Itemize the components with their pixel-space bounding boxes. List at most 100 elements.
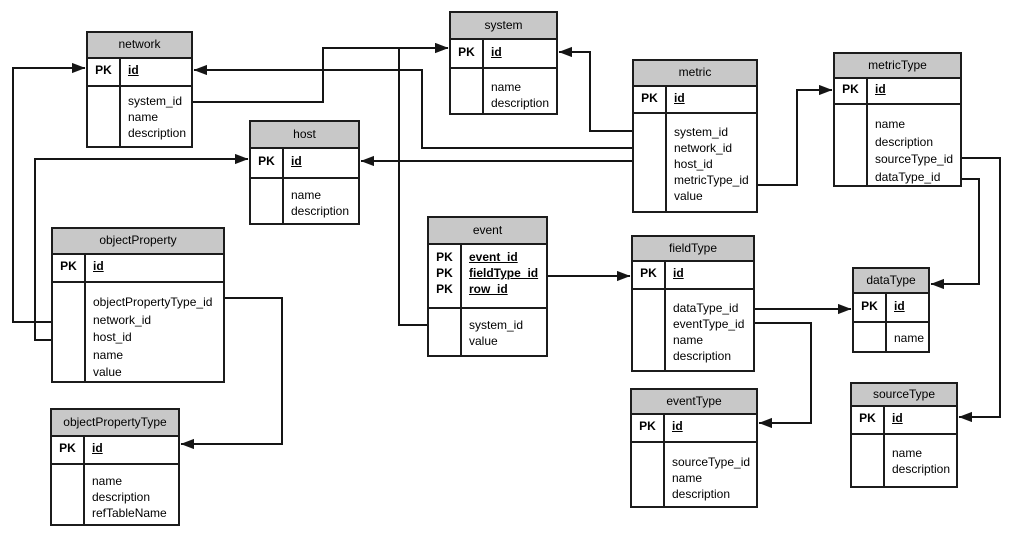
body-key-column: [854, 323, 887, 351]
table-title: objectProperty: [53, 229, 223, 255]
pk-section: PK id: [88, 59, 191, 87]
pk-field-label: event_id: [469, 250, 518, 264]
body-section: name description: [451, 69, 556, 113]
connector-metrictype-sourcetypeid-to-sourcetype: [958, 157, 1001, 423]
field-row: system_id: [128, 94, 183, 108]
table-title: host: [251, 122, 358, 149]
body-key-column: [53, 283, 86, 382]
pk-field-label: row_id: [469, 282, 508, 296]
pk-field-label: id: [875, 82, 886, 96]
pk-key-column: PK: [854, 294, 887, 321]
pk-key-label: PK: [859, 411, 876, 425]
pk-field-label: id: [674, 91, 685, 105]
pk-section: PK id: [852, 407, 956, 435]
connector-metric-metrictypeid-to-metrictype: [758, 84, 833, 186]
field-row: system_id: [469, 318, 524, 332]
connector-network-systemid-to-system: [193, 42, 449, 103]
table-title: event: [429, 218, 546, 245]
pk-key-column: PK: [632, 415, 665, 441]
body-key-column: [835, 105, 868, 186]
body-section: name description sourceType_id dataType_id: [835, 105, 960, 186]
field-row: sourceType_id: [875, 152, 954, 166]
body-field-column: name description sourceType_id dataType_id: [868, 105, 960, 186]
field-row: dataType_id: [673, 301, 739, 315]
pk-key-column: PK: [852, 407, 885, 433]
body-key-column: [451, 69, 484, 113]
body-field-column: name description: [484, 69, 556, 113]
pk-field-label: id: [892, 411, 903, 425]
field-row: value: [93, 365, 122, 379]
field-row: host_id: [93, 330, 132, 344]
body-field-column: name: [887, 323, 928, 351]
field-row: refTableName: [92, 506, 167, 520]
field-row: description: [875, 134, 934, 149]
field-row: description: [128, 126, 187, 140]
pk-field-label: id: [894, 299, 905, 313]
field-row: name: [875, 117, 906, 131]
pk-field-label: id: [291, 154, 302, 168]
body-key-column: [251, 179, 284, 223]
field-row: host_id: [674, 157, 713, 171]
field-row: objectPropertyType_id: [93, 295, 213, 309]
pk-field-column: id: [885, 407, 956, 433]
pk-field-column: id: [665, 415, 756, 441]
field-row: description: [892, 462, 951, 476]
pk-key-label: PK: [639, 419, 656, 433]
pk-key-column: PK: [451, 40, 484, 67]
pk-field-column: id: [284, 149, 358, 177]
pk-key-column: PK: [835, 79, 868, 103]
pk-section: PK id: [854, 294, 928, 323]
pk-key-label: PK: [95, 63, 112, 77]
body-key-column: [633, 290, 666, 370]
table-title: sourceType: [852, 384, 956, 407]
pk-section: PK id: [451, 40, 556, 69]
connector-fieldtype-eventtypeid-to-eventtype: [755, 322, 812, 429]
pk-field-label: id: [128, 63, 139, 77]
field-row: description: [291, 204, 350, 218]
field-row: description: [491, 96, 550, 110]
pk-field-column: id: [868, 79, 960, 103]
pk-field-column: id: [86, 255, 223, 281]
field-row: network_id: [674, 141, 733, 155]
field-row: description: [673, 349, 732, 363]
field-row: name: [491, 80, 522, 94]
pk-field-label: id: [672, 419, 683, 433]
pk-field-column: id: [484, 40, 556, 67]
field-row: dataType_id: [875, 169, 941, 184]
table-title: network: [88, 33, 191, 59]
pk-key-column: PK: [251, 149, 284, 177]
table-title: fieldType: [633, 237, 753, 262]
field-row: network_id: [93, 312, 152, 327]
pk-field-label: id: [92, 441, 103, 455]
connector-metrictype-datatypeid-to-datatype: [930, 178, 980, 290]
pk-key-label: PK: [640, 266, 657, 280]
pk-key-label: PK: [641, 91, 658, 105]
field-row: value: [674, 189, 703, 203]
pk-key-column: PK: [52, 437, 85, 463]
pk-key-label: PK: [436, 282, 453, 296]
field-row: name: [128, 110, 159, 124]
pk-key-label: PK: [436, 250, 453, 264]
pk-field-label: id: [491, 45, 502, 59]
